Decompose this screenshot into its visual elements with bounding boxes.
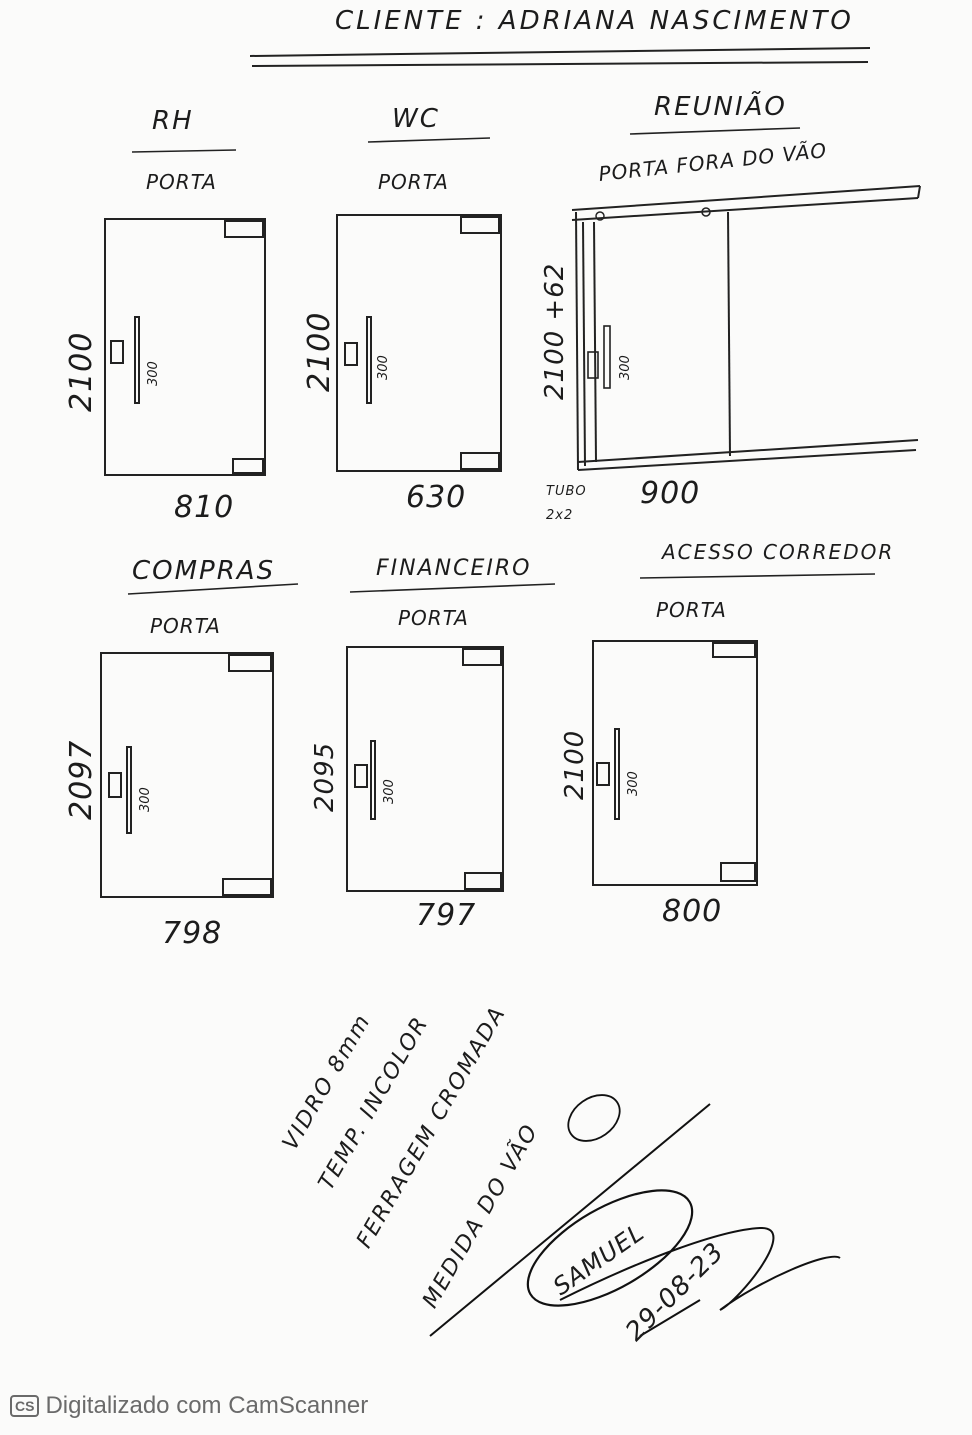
hinge-bottom <box>720 862 756 882</box>
handle-lock <box>596 762 610 786</box>
door-outline <box>346 646 504 892</box>
footer-text: Digitalizado com CamScanner <box>45 1392 369 1419</box>
door-width: 630 <box>406 480 467 515</box>
hinge-top <box>462 648 502 666</box>
door-height: 2100 <box>64 331 99 412</box>
door-width: 797 <box>416 898 477 933</box>
scanner-footer: CS Digitalizado com CamScanner <box>10 1392 368 1420</box>
camscanner-logo: CS <box>10 1395 40 1417</box>
tube-size: 2x2 <box>546 508 574 523</box>
door-type: PORTA <box>656 598 727 622</box>
hinge-top <box>712 642 756 658</box>
door-type: PORTA <box>150 614 221 638</box>
pull-size: 300 <box>618 355 633 380</box>
door-height: 2100 <box>560 729 590 800</box>
door-outline <box>100 652 274 898</box>
door-type: PORTA <box>146 170 217 194</box>
door-outline <box>336 214 502 472</box>
pull-size: 300 <box>138 787 153 812</box>
pull-size: 300 <box>382 779 397 804</box>
hinge-top <box>228 654 272 672</box>
door-height: 2100 <box>302 311 337 392</box>
room-label: REUNIÃO <box>654 92 787 122</box>
door-height: 2097 <box>64 739 99 820</box>
door-outline <box>104 218 266 476</box>
handle-lock <box>110 340 124 364</box>
pull-size: 300 <box>376 355 391 380</box>
door-width: 810 <box>174 490 235 525</box>
hinge-bottom <box>460 452 500 470</box>
door-width: 900 <box>640 476 701 511</box>
door-type: PORTA <box>398 606 469 630</box>
door-height: 2095 <box>310 741 340 812</box>
door-width: 798 <box>162 916 223 951</box>
room-label: WC <box>392 104 440 134</box>
door-type: PORTA <box>378 170 449 194</box>
door-height: 2100 +62 <box>540 262 570 400</box>
hinge-bottom <box>222 878 272 896</box>
pull-size: 300 <box>146 361 161 386</box>
handle-lock <box>344 342 358 366</box>
door-outline <box>592 640 758 886</box>
tube-label: TUBO <box>546 484 587 499</box>
pull-handle <box>126 746 132 834</box>
handle-lock <box>354 764 368 788</box>
pull-handle <box>370 740 376 820</box>
room-label: FINANCEIRO <box>376 556 532 581</box>
pull-handle <box>366 316 372 404</box>
hinge-bottom <box>232 458 264 474</box>
room-label: COMPRAS <box>132 556 276 586</box>
hinge-bottom <box>464 872 502 890</box>
pull-size: 300 <box>626 771 641 796</box>
pull-handle <box>134 316 140 404</box>
hinge-top <box>460 216 500 234</box>
handle-lock <box>108 772 122 798</box>
door-width: 800 <box>662 894 723 929</box>
room-label: RH <box>152 106 194 136</box>
client-title: CLIENTE : ADRIANA NASCIMENTO <box>335 6 854 36</box>
hinge-top <box>224 220 264 238</box>
room-label: ACESSO CORREDOR <box>662 540 895 564</box>
pull-handle <box>614 728 620 820</box>
